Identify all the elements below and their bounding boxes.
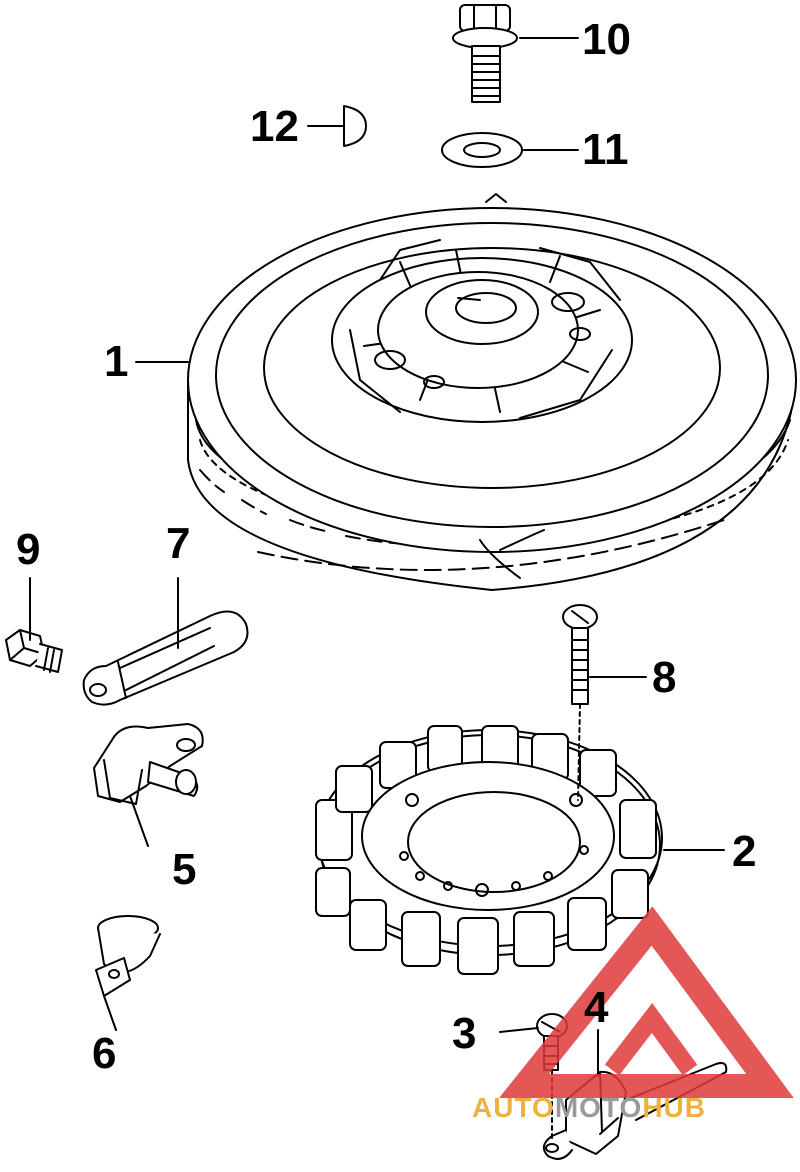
- callout-8: 8: [652, 653, 677, 702]
- callout-11: 11: [582, 125, 629, 174]
- stator-part-2: [315, 725, 663, 975]
- watermark-moto: MOTO: [554, 1092, 643, 1123]
- callout-1: 1: [104, 337, 129, 386]
- callout-7: 7: [166, 519, 191, 568]
- callout-10: 10: [582, 15, 631, 64]
- watermark-hub: HUB: [642, 1092, 706, 1123]
- callout-6: 6: [92, 1029, 117, 1078]
- clamp-part-6: [95, 915, 161, 997]
- callout-5: 5: [172, 845, 197, 894]
- flange-bolt-part-10: [452, 4, 518, 103]
- callout-12: 12: [250, 102, 299, 151]
- bolt-part-9: [5, 629, 63, 673]
- callout-2: 2: [732, 827, 757, 876]
- callout-3: 3: [452, 1009, 477, 1058]
- callout-4: 4: [584, 983, 609, 1032]
- screw-part-8: [562, 604, 598, 705]
- ground-strap-part-7: [82, 610, 249, 706]
- watermark-text: AUTOMOTOHUB: [472, 1094, 706, 1122]
- watermark-auto: AUTO: [472, 1092, 555, 1123]
- sensor-part-5: [93, 723, 204, 805]
- washer-part-11: [441, 132, 523, 168]
- flywheel-part-1: [187, 193, 797, 591]
- callout-9: 9: [16, 525, 41, 574]
- woodruff-key-part-12: [343, 105, 367, 147]
- watermark-logo: [499, 906, 794, 1098]
